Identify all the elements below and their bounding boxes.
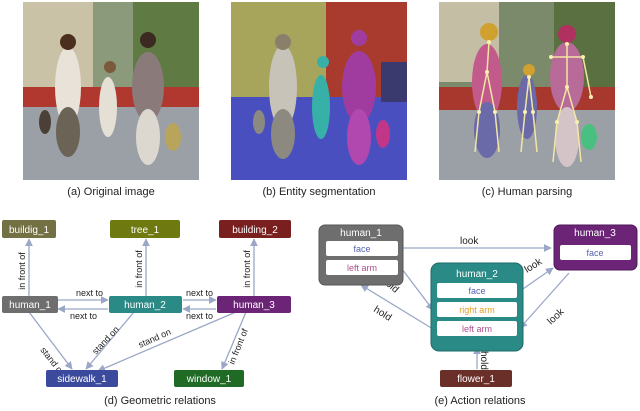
label-next-to-3: next to xyxy=(186,288,213,298)
edge-look-3 xyxy=(519,272,570,329)
node-tree-1 xyxy=(110,220,180,238)
node-human-2 xyxy=(109,296,182,313)
label-look-1: look xyxy=(460,236,479,247)
edge-stand-on-2 xyxy=(85,311,135,370)
label-in-front-of-4: in front of xyxy=(227,327,251,366)
caption-geometric-relations: (d) Geometric relations xyxy=(104,395,216,407)
label-next-to-2: next to xyxy=(70,311,97,321)
caption-human-parsing: (c) Human parsing xyxy=(481,186,573,198)
node-sidewalk-1 xyxy=(46,370,118,387)
label-next-to-1: next to xyxy=(76,288,103,298)
action-human-3-part-face: face xyxy=(586,248,603,258)
node-building-2 xyxy=(219,220,291,238)
label-in-front-of-3: in front of xyxy=(242,250,252,288)
label-stand-on-2: stand on xyxy=(90,324,121,356)
action-human-1-part-face: face xyxy=(353,244,370,254)
node-human-3-label: human_3 xyxy=(233,300,275,311)
edge-hold-2 xyxy=(360,284,434,330)
node-buildig-1-label: buildig_1 xyxy=(9,225,49,236)
edge-look-2 xyxy=(519,267,554,292)
action-human-2-part-left-arm: left arm xyxy=(462,324,492,334)
label-look-3: look xyxy=(546,306,568,327)
edge-hold-1 xyxy=(401,268,434,311)
action-node-flower-1-label: flower_1 xyxy=(457,374,495,385)
human-parsing-image xyxy=(439,2,615,180)
caption-entity-segmentation: (b) Entity segmentation xyxy=(262,186,376,198)
label-next-to-4: next to xyxy=(186,311,213,321)
edge-in-front-of-4 xyxy=(221,311,247,370)
node-building-2-label: building_2 xyxy=(232,225,278,236)
action-node-human-2: human_2 face right arm left arm xyxy=(430,262,524,352)
entity-segmentation-image xyxy=(231,2,407,180)
action-human-2-title: human_2 xyxy=(456,269,498,280)
node-human-3 xyxy=(217,296,291,313)
geometric-relations-graph: in front of in front of in front of next… xyxy=(2,220,291,387)
node-window-1 xyxy=(174,370,244,387)
action-node-flower-1 xyxy=(440,370,512,387)
action-human-2-part-right-arm: right arm xyxy=(459,305,495,315)
action-human-3-title: human_3 xyxy=(574,228,616,239)
label-look-2: look xyxy=(523,256,545,276)
node-human-1 xyxy=(2,296,58,313)
label-hold-2: hold xyxy=(371,304,393,323)
action-human-2-part-face: face xyxy=(468,286,485,296)
node-human-2-label: human_2 xyxy=(124,300,166,311)
action-node-human-1: human_1 face left arm xyxy=(318,224,404,286)
action-human-1-part-left-arm: left arm xyxy=(347,263,377,273)
node-buildig-1 xyxy=(2,220,56,238)
edge-stand-on-3 xyxy=(97,311,237,372)
caption-original-image: (a) Original image xyxy=(67,186,155,198)
node-sidewalk-1-label: sidewalk_1 xyxy=(57,374,107,385)
caption-action-relations: (e) Action relations xyxy=(434,395,526,407)
edge-stand-on-1 xyxy=(28,311,73,370)
label-in-front-of-2: in front of xyxy=(134,250,144,288)
original-image xyxy=(23,2,199,180)
node-window-1-label: window_1 xyxy=(186,374,232,385)
label-hold-3: hold xyxy=(478,351,489,370)
action-relations-graph: look look look hold hold hold human_1 fa… xyxy=(318,224,638,387)
action-node-human-3: human_3 face xyxy=(553,224,638,271)
node-human-1-label: human_1 xyxy=(9,300,51,311)
node-tree-1-label: tree_1 xyxy=(131,225,160,236)
action-human-1-title: human_1 xyxy=(340,228,382,239)
label-in-front-of-1: in front of xyxy=(17,252,27,290)
